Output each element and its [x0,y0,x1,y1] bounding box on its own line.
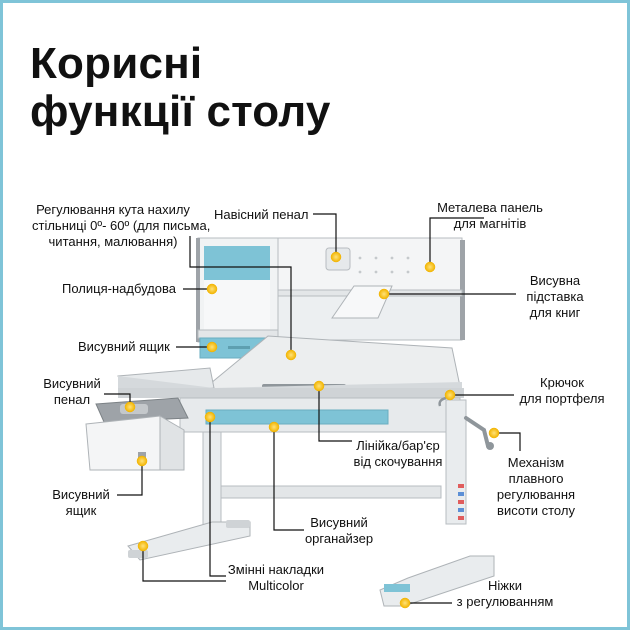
label-organizer: Висувний органайзер [298,515,380,547]
marker-drawer-top [206,341,218,353]
marker-hook [444,389,456,401]
marker-pencil-case [330,251,342,263]
label-ruler: Лінійка/бар'єр від скочування [346,438,450,470]
label-book-stand: Висувна підставка для книг [510,273,600,321]
label-mechanism-line-4: висоти столу [497,503,575,518]
callout-markers [124,251,500,609]
label-legs: Ніжки з регулюванням [450,578,560,610]
label-tilt-line-1: Регулювання кута нахилу [36,202,190,217]
marker-tilt [285,349,297,361]
label-mechanism-line-3: регулювання [496,487,576,502]
label-tilt-line-3: читання, малювання) [48,234,178,249]
label-book-stand-line-3: для книг [529,305,581,320]
marker-organizer [268,421,280,433]
label-mechanism-line-1: Механізм [507,455,565,470]
label-tilt-line-2: стільниці 0º- 60º (для письма, [32,218,211,233]
label-shelf: Полиця-надбудова [62,281,176,296]
label-pencil-case: Навісний пенал [214,207,309,222]
label-legs-line-2: з регулюванням [456,594,554,609]
label-overlays: Змінні накладки Multicolor [222,562,330,594]
marker-legs [399,597,411,609]
marker-metal-panel [424,261,436,273]
label-ruler-line-2: від скочування [353,454,443,469]
label-organizer-line-1: Висувний [310,515,368,530]
label-pull-pencil-line-1: Висувний [43,376,101,391]
marker-shelf [206,283,218,295]
label-tilt: Регулювання кута нахилу стільниці 0º- 60… [32,202,211,250]
headline-line-2: функції столу [30,87,331,136]
label-book-stand-line-1: Висувна [529,273,581,288]
label-metal-panel-line-2: для магнітів [453,216,527,231]
label-hook-line-2: для портфеля [519,391,605,406]
callout-lines [104,213,521,604]
marker-overlays-1 [204,411,216,423]
headline-line-1: Корисні [30,39,203,88]
label-legs-line-1: Ніжки [488,578,522,593]
label-drawer-bottom-line-2: ящик [65,503,97,518]
label-drawer-bottom-line-1: Висувний [52,487,110,502]
label-mechanism-line-2: плавного [508,471,564,486]
marker-book-stand [378,288,390,300]
marker-mechanism [488,427,500,439]
label-pull-pencil: Висувний пенал [36,376,108,408]
label-pull-pencil-line-2: пенал [53,392,91,407]
marker-ruler [313,380,325,392]
label-overlays-line-2: Multicolor [248,578,304,593]
label-organizer-line-2: органайзер [304,531,374,546]
marker-pull-pencil [124,401,136,413]
label-book-stand-line-2: підставка [526,289,584,304]
marker-drawer-bottom [136,455,148,467]
marker-overlays-2 [137,540,149,552]
label-drawer-top: Висувний ящик [78,339,170,354]
label-metal-panel-line-1: Металева панель [437,200,543,215]
label-metal-panel: Металева панель для магнітів [434,200,546,232]
label-mechanism: Механізм плавного регулювання висоти сто… [488,455,584,519]
label-ruler-line-1: Лінійка/бар'єр [356,438,440,453]
label-overlays-line-1: Змінні накладки [227,562,325,577]
label-hook-line-1: Крючок [540,375,584,390]
label-hook: Крючок для портфеля [510,375,614,407]
label-drawer-bottom: Висувний ящик [44,487,118,519]
